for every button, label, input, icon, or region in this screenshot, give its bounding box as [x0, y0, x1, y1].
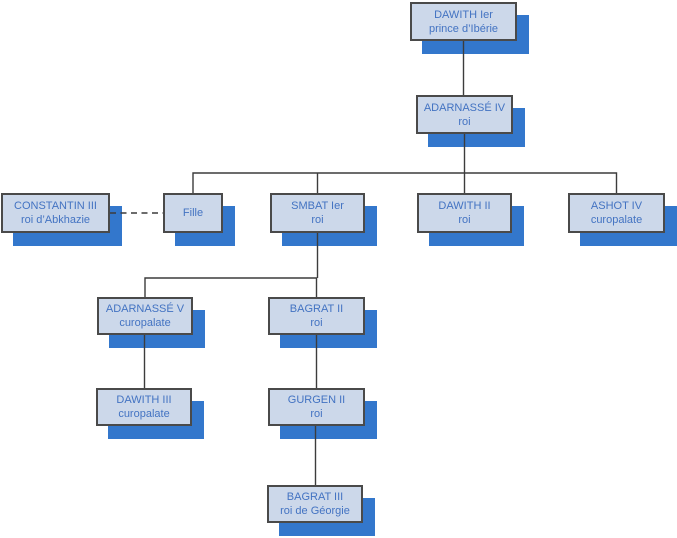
node-subtitle: curopalate	[590, 214, 643, 226]
connector-smbat1-children-bus	[144, 277, 318, 297]
tree-node-constantin-iii: CONSTANTIN III roi d’Abkhazie	[1, 193, 110, 233]
node-subtitle: curopalate	[119, 317, 171, 329]
tree-node-dawith-ier: DAWITH Ier prince d’Ibérie	[410, 2, 517, 41]
node-subtitle: roi	[458, 214, 471, 226]
node-subtitle: roi de Géorgie	[280, 505, 350, 517]
node-title: ASHOT IV	[590, 200, 643, 212]
node-title: CONSTANTIN III	[14, 200, 97, 212]
tree-node-adarnasse-v: ADARNASSÉ V curopalate	[97, 297, 193, 335]
connector-children-bus	[192, 172, 618, 193]
node-title: GURGEN II	[287, 394, 346, 406]
node-subtitle: roi d’Abkhazie	[20, 214, 91, 226]
node-title: BAGRAT II	[289, 303, 344, 315]
tree-node-gurgen-ii: GURGEN II roi	[268, 388, 365, 426]
tree-node-adarnasse-iv: ADARNASSÉ IV roi	[416, 95, 513, 134]
tree-node-ashot-iv: ASHOT IV curopalate	[568, 193, 665, 233]
node-subtitle: curopalate	[118, 408, 170, 420]
node-title: ADARNASSÉ V	[105, 303, 185, 315]
tree-node-dawith-iii: DAWITH III curopalate	[96, 388, 192, 426]
node-title: Fille	[182, 207, 204, 219]
tree-node-smbat-ier: SMBAT Ier roi	[270, 193, 365, 233]
node-title: DAWITH II	[438, 200, 491, 212]
tree-node-dawith-ii: DAWITH II roi	[417, 193, 512, 233]
node-subtitle: roi	[310, 317, 323, 329]
tree-node-fille: Fille	[163, 193, 223, 233]
node-title: DAWITH Ier	[434, 8, 493, 21]
node-subtitle: roi	[310, 408, 323, 420]
node-title: DAWITH III	[116, 394, 172, 406]
node-title: ADARNASSÉ IV	[423, 101, 506, 114]
node-subtitle: roi	[311, 214, 324, 226]
tree-node-bagrat-iii: BAGRAT III roi de Géorgie	[267, 485, 363, 523]
node-title: BAGRAT III	[286, 491, 344, 503]
node-title: SMBAT Ier	[291, 200, 344, 212]
node-subtitle: prince d’Ibérie	[428, 22, 499, 35]
tree-node-bagrat-ii: BAGRAT II roi	[268, 297, 365, 335]
node-subtitle: roi	[458, 115, 471, 128]
